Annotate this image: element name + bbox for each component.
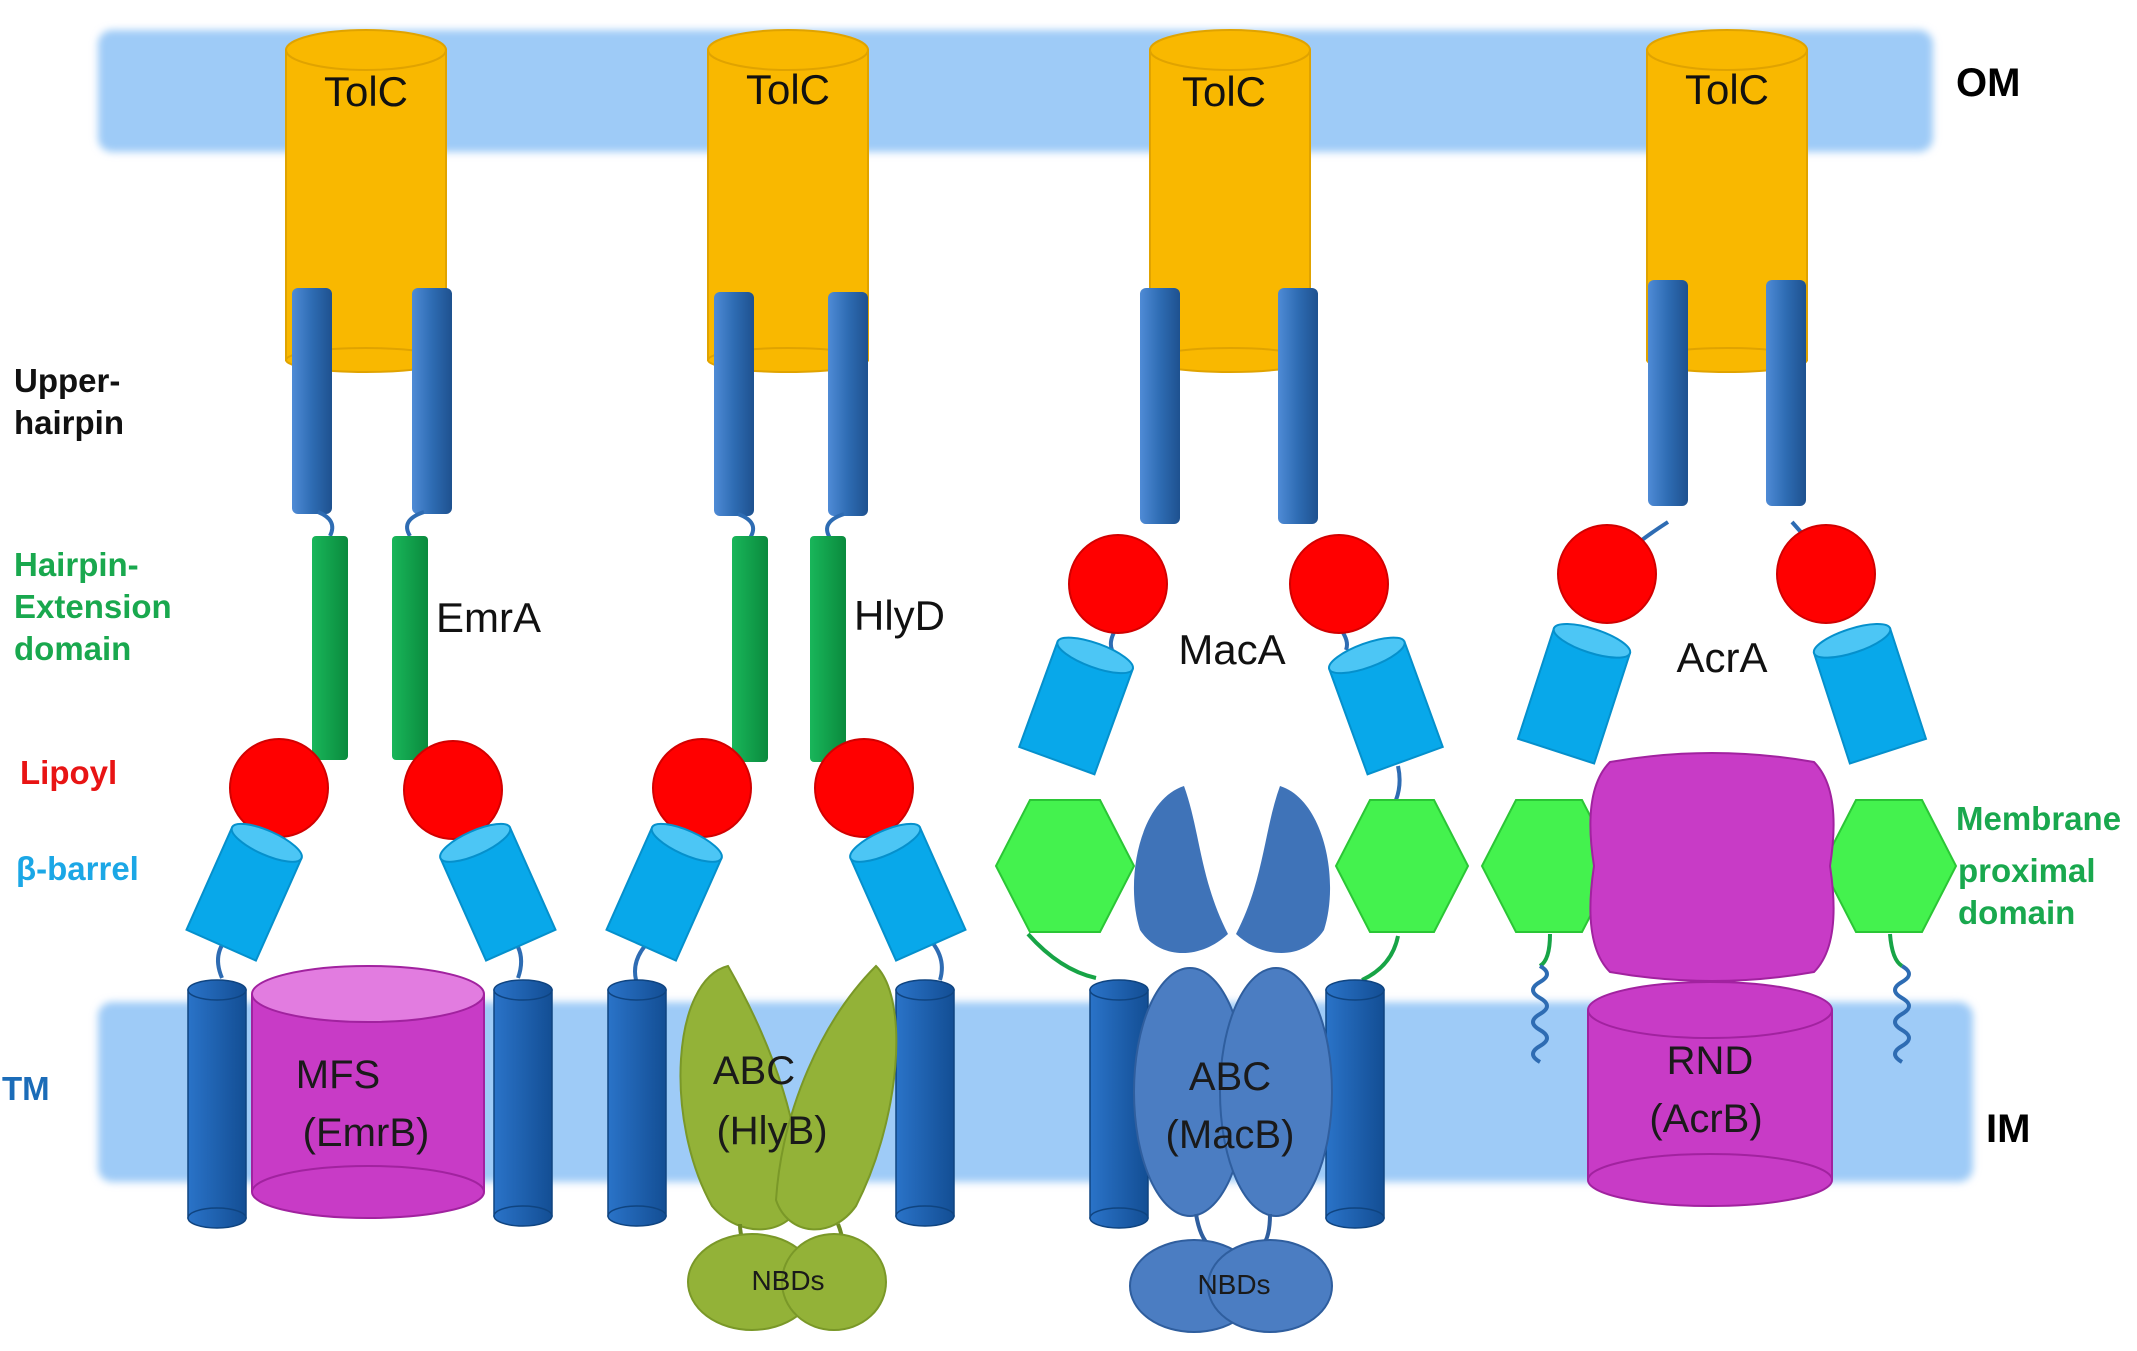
hlyb-label-line-1: ABC [713,1049,795,1093]
mfs-label-line-1: MFS [296,1053,380,1097]
rnd-label-line-2: (AcrB) [1649,1097,1762,1141]
tolc-label-2: TolC [746,66,830,113]
upper-hairpin-label-2: hairpin [14,404,124,441]
om-label: OM [1956,61,2020,105]
adaptor-label-maca: MacA [1178,626,1285,673]
membrane-labels: OM IM [1956,61,2030,1151]
acrb-periplasmic-domain [1589,752,1835,982]
macb-periplasmic-domains [1133,786,1331,954]
tolc-label-3: TolC [1182,68,1266,115]
beta-barrel-label: β-barrel [16,850,139,887]
adaptor-label-emra: EmrA [436,594,541,641]
abc-hlyb-transporter [679,964,898,1331]
squiggles [1531,964,1911,1064]
hairpin-extensions [312,536,846,762]
outer-membrane [98,30,1933,152]
hairpin-extension-label-2: Extension [14,588,172,625]
mfs-label-line-2: (EmrB) [303,1111,430,1155]
tolc-label-1: TolC [324,68,408,115]
hlyb-label-line-2: (HlyB) [716,1109,827,1153]
side-labels: Upper- hairpin Hairpin- Extension domain… [2,362,2121,1107]
nbd-labels: NBDs NBDs [751,1265,1270,1300]
hairpin-extension-label-3: domain [14,630,131,667]
adaptor-label-acra: AcrA [1676,634,1767,681]
rnd-label-line-1: RND [1667,1039,1754,1083]
adaptor-labels: EmrA HlyD MacA AcrA [436,592,1768,681]
rnd-transporter [1587,981,1833,1207]
green-linkers [1026,932,1904,982]
nbd-label-hlyb: NBDs [751,1265,824,1296]
tolc-label-4: TolC [1685,66,1769,113]
beta-barrels [185,623,1928,962]
macb-label-line-1: ABC [1189,1055,1271,1099]
macb-label-line-2: (MacB) [1166,1113,1295,1157]
inner-membrane [98,1002,1973,1182]
abc-macb-transporter [1129,967,1333,1333]
membrane-proximal-label-1: Membrane [1956,800,2121,837]
transporter-labels: MFS (EmrB) ABC (HlyB) ABC (MacB) RND (Ac… [296,1039,1763,1157]
membrane-proximal-domains [994,799,1958,933]
hairpin-extension-label-1: Hairpin- [14,546,139,583]
upper-hairpin-label-1: Upper- [14,362,120,399]
adaptor-label-hlyd: HlyD [854,592,945,639]
tm-label: TM [2,1070,50,1107]
upper-hairpins [292,280,1806,524]
lipoyl-label: Lipoyl [20,754,117,791]
nbd-label-macb: NBDs [1197,1269,1270,1300]
im-label: IM [1986,1107,2030,1151]
membrane-proximal-label-2: proximal [1958,852,2096,889]
membrane-proximal-label-3: domain [1958,894,2075,931]
tolc-labels: TolC TolC TolC TolC [324,66,1769,115]
tm-helices [187,979,1385,1229]
mfs-transporter [251,965,485,1219]
